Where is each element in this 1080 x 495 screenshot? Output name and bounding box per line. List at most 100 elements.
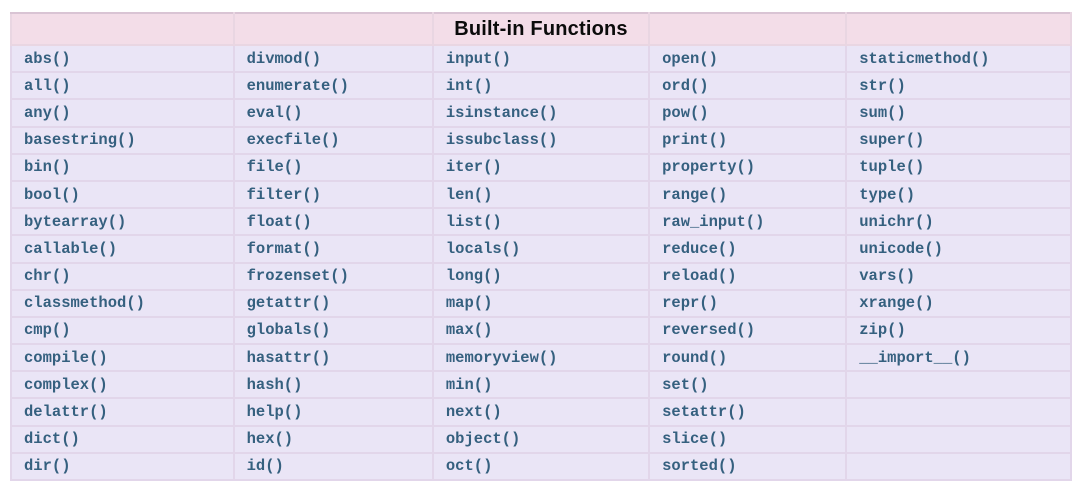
function-link[interactable]: oct()	[445, 457, 493, 476]
function-link[interactable]: hash()	[246, 375, 303, 394]
function-link[interactable]: super()	[859, 131, 925, 150]
function-link[interactable]: zip()	[859, 321, 906, 340]
function-link[interactable]: print()	[662, 131, 728, 150]
function-link[interactable]: round()	[662, 348, 728, 367]
function-link[interactable]: raw_input()	[662, 212, 765, 231]
function-link[interactable]: compile()	[24, 348, 108, 367]
function-link[interactable]: callable()	[24, 239, 118, 258]
function-link[interactable]: id()	[246, 457, 284, 476]
function-link[interactable]: int()	[445, 76, 493, 95]
function-link[interactable]: cmp()	[24, 321, 71, 340]
function-cell: hasattr()	[232, 343, 434, 373]
function-link[interactable]: set()	[662, 375, 709, 394]
function-link[interactable]: min()	[445, 375, 493, 394]
function-cell: print()	[648, 125, 848, 155]
function-link[interactable]: reversed()	[662, 321, 756, 340]
function-cell: zip()	[845, 315, 1072, 346]
function-link[interactable]: sum()	[859, 103, 906, 122]
function-link[interactable]: unicode()	[859, 239, 943, 258]
function-link[interactable]: dir()	[24, 457, 71, 476]
function-link[interactable]: chr()	[24, 267, 71, 286]
function-link[interactable]: staticmethod()	[859, 49, 990, 68]
function-cell: int()	[431, 71, 651, 101]
table-row: bool() filter() len() range() type()	[10, 179, 1072, 210]
function-link[interactable]: format()	[246, 239, 322, 258]
function-link[interactable]: reduce()	[662, 239, 737, 258]
function-link[interactable]: tuple()	[859, 158, 925, 177]
function-link[interactable]: filter()	[246, 185, 322, 204]
function-link[interactable]: hasattr()	[246, 348, 331, 367]
function-cell: iter()	[431, 152, 651, 182]
function-link[interactable]: next()	[445, 403, 502, 422]
function-link[interactable]: all()	[24, 76, 71, 95]
builtin-functions-table: Built-in Functions abs()divmod()input()o…	[10, 12, 1072, 482]
function-link[interactable]: float()	[246, 212, 312, 231]
function-cell: raw_input()	[648, 207, 848, 237]
empty-cell	[845, 397, 1072, 427]
function-link[interactable]: help()	[246, 403, 303, 422]
function-cell: reduce()	[648, 234, 848, 264]
function-link[interactable]: reload()	[662, 267, 737, 286]
function-link[interactable]: abs()	[24, 49, 71, 68]
function-link[interactable]: ord()	[662, 76, 709, 95]
function-link[interactable]: max()	[445, 321, 493, 340]
function-link[interactable]: slice()	[662, 430, 728, 449]
function-link[interactable]: classmethod()	[24, 294, 145, 313]
function-link[interactable]: repr()	[662, 294, 718, 313]
function-link[interactable]: bytearray()	[24, 212, 127, 231]
function-link[interactable]: isinstance()	[445, 103, 558, 122]
function-link[interactable]: long()	[445, 267, 502, 286]
function-link[interactable]: dict()	[24, 430, 80, 449]
function-link[interactable]: type()	[859, 185, 916, 204]
function-link[interactable]: complex()	[24, 375, 108, 394]
function-link[interactable]: setattr()	[662, 403, 746, 422]
function-link[interactable]: globals()	[246, 321, 331, 340]
function-link[interactable]: input()	[445, 49, 511, 68]
function-link[interactable]: file()	[246, 158, 303, 177]
function-link[interactable]: pow()	[662, 103, 709, 122]
function-link[interactable]: issubclass()	[445, 131, 558, 150]
function-link[interactable]: locals()	[445, 239, 521, 258]
function-link[interactable]: hex()	[246, 430, 294, 449]
function-link[interactable]: bin()	[24, 158, 71, 177]
function-cell: super()	[845, 125, 1072, 155]
function-cell: input()	[431, 43, 651, 74]
function-link[interactable]: vars()	[859, 267, 916, 286]
function-cell: sorted()	[648, 451, 848, 482]
function-link[interactable]: basestring()	[24, 131, 136, 150]
function-link[interactable]: unichr()	[859, 212, 934, 231]
function-cell: globals()	[232, 315, 434, 346]
function-link[interactable]: delattr()	[24, 403, 108, 422]
function-link[interactable]: str()	[859, 76, 906, 95]
function-link[interactable]: bool()	[24, 185, 80, 204]
function-link[interactable]: eval()	[246, 103, 303, 122]
function-link[interactable]: execfile()	[246, 131, 340, 150]
function-cell: help()	[232, 397, 434, 427]
function-link[interactable]: list()	[445, 212, 502, 231]
function-link[interactable]: divmod()	[246, 49, 322, 68]
function-link[interactable]: sorted()	[662, 457, 737, 476]
function-cell: float()	[232, 207, 434, 237]
function-link[interactable]: __import__()	[859, 348, 971, 367]
function-cell: property()	[648, 152, 848, 182]
function-link[interactable]: map()	[445, 294, 493, 313]
function-link[interactable]: getattr()	[246, 294, 331, 313]
function-link[interactable]: property()	[662, 158, 756, 177]
function-link[interactable]: frozenset()	[246, 267, 349, 286]
function-link[interactable]: any()	[24, 103, 71, 122]
function-link[interactable]: open()	[662, 49, 718, 68]
function-cell: staticmethod()	[845, 43, 1072, 74]
function-cell: str()	[845, 71, 1072, 101]
function-cell: slice()	[648, 424, 848, 454]
function-link[interactable]: memoryview()	[445, 348, 558, 367]
function-link[interactable]: len()	[445, 185, 493, 204]
function-cell: set()	[648, 370, 848, 400]
function-link[interactable]: iter()	[445, 158, 502, 177]
header-cell-empty	[845, 12, 1072, 46]
function-link[interactable]: object()	[445, 430, 521, 449]
function-link[interactable]: range()	[662, 185, 728, 204]
function-link[interactable]: xrange()	[859, 294, 934, 313]
table-row: complex() hash() min() set()	[10, 370, 1072, 400]
function-link[interactable]: enumerate()	[246, 76, 349, 95]
function-cell: id()	[232, 451, 434, 482]
